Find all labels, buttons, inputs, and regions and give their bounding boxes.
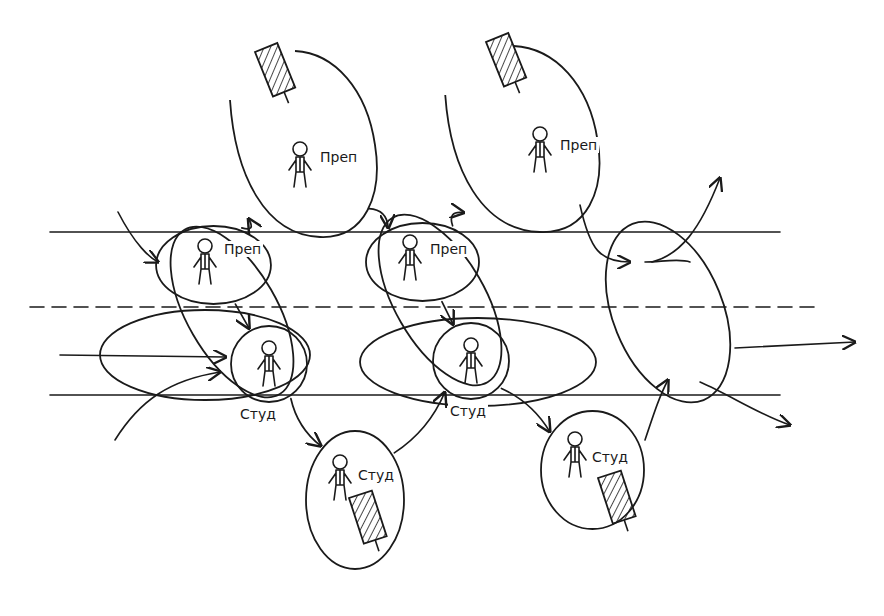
free-arrows (115, 178, 790, 440)
figure-outline: Преп (440, 40, 608, 240)
outline-shape (365, 222, 480, 302)
hatched-blocks (255, 33, 639, 555)
flow-arrow (442, 302, 453, 325)
flow-arrow (394, 393, 444, 453)
figure-outline: Студ (432, 322, 510, 400)
group-ellipses (100, 195, 755, 420)
flow-arrow (242, 219, 251, 229)
flow-arrow (235, 304, 249, 328)
figure-outline: Студ (305, 430, 405, 570)
outline-shape (305, 430, 405, 570)
role-label: Студ (448, 403, 488, 419)
flow-arrow (451, 212, 463, 225)
outline-shape (155, 225, 272, 305)
flow-arrow (369, 209, 388, 228)
role-label: Студ (590, 449, 630, 465)
role-label: Преп (318, 149, 359, 165)
figure-outline: Преп (155, 225, 272, 305)
outline-shape (540, 410, 645, 530)
role-label: Преп (558, 137, 599, 153)
figure-outline: Преп (225, 45, 385, 245)
figure-outline: Преп (365, 222, 480, 302)
role-label: Преп (428, 241, 469, 257)
figure-outline: Студ (540, 410, 645, 530)
outline-shape (432, 322, 510, 400)
outline-shape (230, 325, 308, 403)
outline-shape (225, 45, 385, 245)
role-label: Преп (222, 241, 263, 257)
role-label: Студ (238, 406, 278, 422)
figure-outline: Студ (230, 325, 308, 403)
role-label: Студ (356, 467, 396, 483)
flow-arrow (502, 388, 550, 431)
stick-figures (194, 127, 586, 500)
flow-arrow (291, 399, 321, 446)
